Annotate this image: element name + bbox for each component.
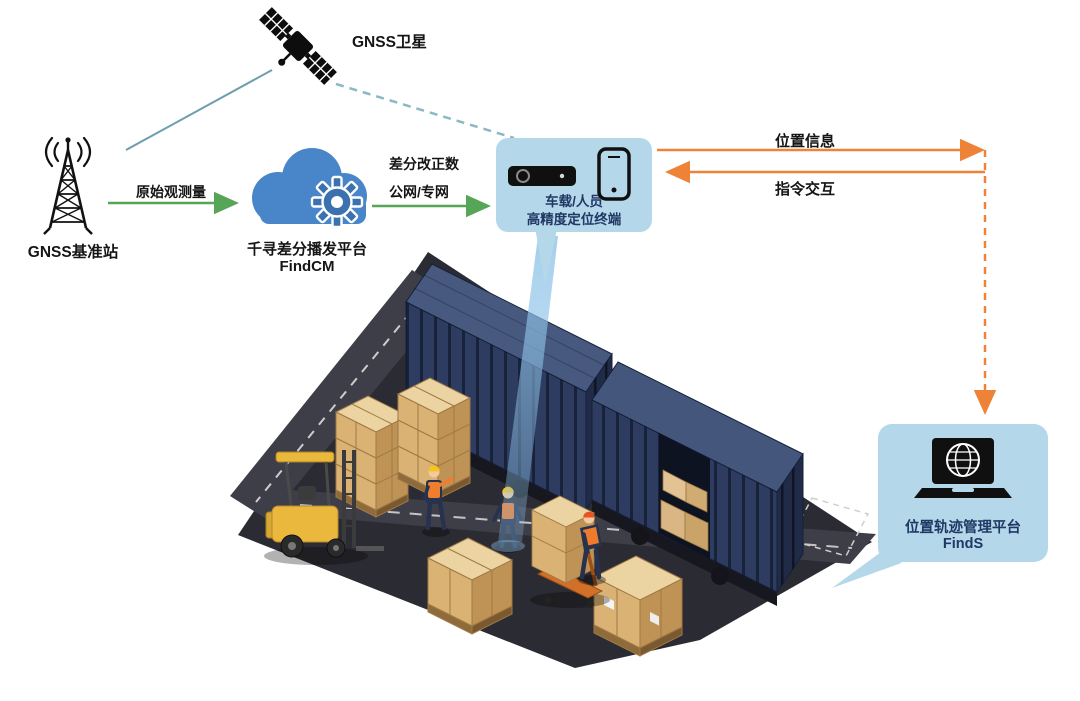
- satellite-label: GNSS卫星: [352, 34, 427, 51]
- finds-label-line1: 位置轨迹管理平台: [905, 520, 1021, 536]
- position-info-label: 位置信息: [774, 133, 835, 150]
- worker-1: [422, 465, 454, 537]
- warehouse-scene: [230, 236, 876, 668]
- cloud-platform-label-line2: FindCM: [279, 258, 335, 275]
- container-right: [591, 361, 804, 606]
- crate-right: [592, 555, 684, 657]
- base-station-label: GNSS基准站: [27, 244, 119, 261]
- finds-panel: 位置轨迹管理平台 FindS: [878, 424, 1048, 562]
- correction-label-line1: 差分改正数: [389, 156, 459, 172]
- command-interact-label: 指令交互: [774, 181, 835, 198]
- finds-label-line2: FindS: [942, 536, 984, 552]
- forklift: [264, 450, 384, 565]
- satellite-to-base-link: [125, 69, 273, 151]
- smartphone-icon: [597, 147, 631, 201]
- pallet-jack: [530, 495, 610, 608]
- satellite-to-terminal-link: [335, 82, 515, 140]
- pallet-stack-left: [334, 395, 410, 518]
- laptop-globe-icon: [914, 438, 1012, 498]
- crate-center: [426, 537, 514, 635]
- positioning-beam: [491, 236, 558, 552]
- raw-observation-label: 原始观测量: [136, 184, 206, 200]
- vehicle-terminal-icon: [508, 166, 576, 186]
- cloud-gear-icon: [252, 148, 367, 229]
- terminal-label-line1: 车载/人员: [545, 194, 603, 209]
- gear-icon: [310, 175, 364, 229]
- terminal-panel: 车载/人员 高精度定位终端: [496, 138, 652, 232]
- terminal-label-line2: 高精度定位终端: [526, 212, 622, 227]
- satellite-icon: [259, 7, 337, 85]
- radio-tower-icon: [43, 136, 93, 235]
- worker-3: [578, 511, 606, 585]
- correction-label-line2: 公网/专网: [389, 184, 449, 200]
- cloud-platform-label-line1: 千寻差分播发平台: [246, 241, 367, 258]
